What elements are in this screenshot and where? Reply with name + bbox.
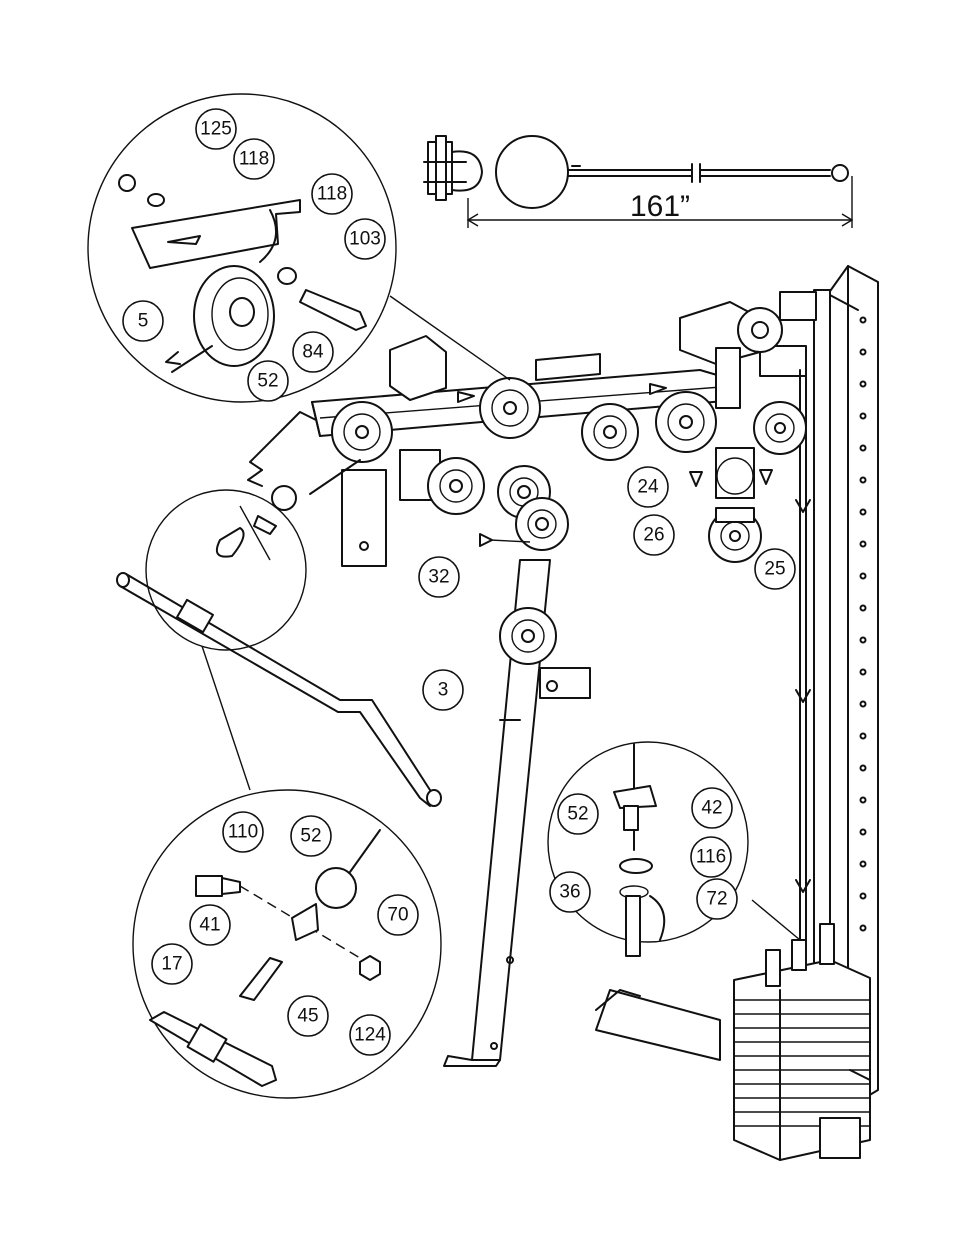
- callout-41: 41: [189, 904, 231, 946]
- svg-text:42: 42: [701, 798, 722, 819]
- svg-text:41: 41: [199, 915, 220, 936]
- callout-116: 116: [690, 836, 732, 878]
- detail-view-right: [547, 741, 749, 957]
- callout-36: 36: [549, 871, 591, 913]
- callout-42: 42: [691, 787, 733, 829]
- callout-70: 70: [377, 894, 419, 936]
- detail-view-middle-left: [145, 489, 307, 651]
- callout-72: 72: [696, 878, 738, 920]
- cable-length-label: 161”: [630, 190, 690, 223]
- callout-32: 32: [418, 556, 460, 598]
- pulley-group: [309, 307, 807, 665]
- svg-text:26: 26: [643, 525, 664, 546]
- svg-text:5: 5: [138, 311, 149, 332]
- svg-text:36: 36: [559, 882, 580, 903]
- svg-text:3: 3: [438, 680, 449, 701]
- svg-text:118: 118: [239, 149, 269, 170]
- callout-84: 84: [292, 331, 334, 373]
- svg-text:84: 84: [302, 342, 324, 363]
- callout-24: 24: [627, 466, 669, 508]
- callout-118-right: 118: [311, 173, 353, 215]
- callout-124: 124: [349, 1014, 391, 1056]
- callout-45: 45: [287, 995, 329, 1037]
- detail-view-top-left: [87, 93, 397, 403]
- callout-5: 5: [122, 300, 164, 342]
- svg-text:124: 124: [354, 1025, 386, 1046]
- svg-text:52: 52: [567, 804, 588, 825]
- front-arm-frame: [443, 559, 591, 1067]
- svg-text:125: 125: [200, 119, 232, 140]
- svg-text:25: 25: [764, 559, 785, 580]
- callout-52-right: 52: [557, 793, 599, 835]
- callout-110: 110: [222, 811, 264, 853]
- svg-text:52: 52: [300, 826, 321, 847]
- straight-bar-handle: [116, 485, 442, 807]
- callout-118-top: 118: [233, 138, 275, 180]
- callout-25: 25: [754, 548, 796, 590]
- callout-17: 17: [151, 943, 193, 985]
- svg-text:32: 32: [428, 567, 449, 588]
- callout-52-top: 52: [247, 360, 289, 402]
- callout-26: 26: [633, 514, 675, 556]
- svg-text:70: 70: [387, 905, 408, 926]
- svg-text:103: 103: [349, 229, 381, 250]
- detail-view-bottom-left: [132, 789, 442, 1099]
- svg-text:72: 72: [706, 889, 727, 910]
- callout-3: 3: [422, 669, 464, 711]
- weight-stack: [595, 923, 871, 1161]
- svg-text:110: 110: [228, 822, 258, 843]
- svg-text:17: 17: [161, 954, 182, 975]
- callout-103: 103: [344, 218, 386, 260]
- callout-125: 125: [195, 108, 237, 150]
- svg-text:116: 116: [696, 847, 726, 868]
- svg-text:118: 118: [317, 184, 347, 205]
- svg-text:45: 45: [297, 1006, 318, 1027]
- cable-assembly-drawing: [423, 135, 854, 228]
- svg-text:52: 52: [257, 371, 278, 392]
- callout-52-bottom: 52: [290, 815, 332, 857]
- svg-text:24: 24: [637, 477, 659, 498]
- leader-lines: [201, 295, 801, 941]
